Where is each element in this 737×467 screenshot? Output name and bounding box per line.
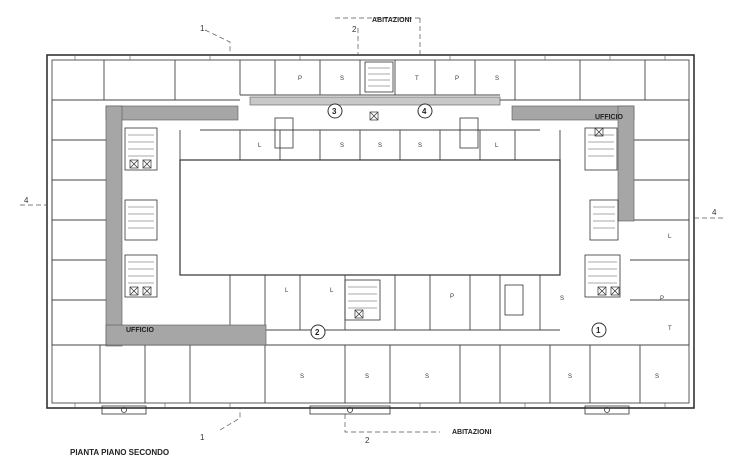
circled-number-1: 1 xyxy=(596,326,601,335)
room-letter: T xyxy=(415,76,419,82)
abitazioni-top-label: ABITAZIONI xyxy=(372,17,412,24)
section-mark-2-bottom: 2 xyxy=(365,436,370,445)
window-marks xyxy=(74,55,666,408)
stair-cores xyxy=(124,61,621,321)
circled-number-4: 4 xyxy=(422,107,427,116)
room-letter: P xyxy=(660,296,664,302)
abitazioni-bottom-label: ABITAZIONI xyxy=(452,429,492,436)
section-mark-4-right: 4 xyxy=(712,208,717,217)
room-letter: L xyxy=(668,234,672,240)
room-letter: S xyxy=(365,374,369,380)
section-mark-4-left: 4 xyxy=(24,196,29,205)
section-mark-2-top: 2 xyxy=(352,25,357,34)
room-letter: S xyxy=(560,296,564,302)
room-letter: T xyxy=(668,326,672,332)
room-letter: S xyxy=(425,374,429,380)
room-letter: L xyxy=(495,143,499,149)
ufficio-right-label: UFFICIO xyxy=(595,114,624,121)
room-letter: S xyxy=(655,374,659,380)
entrances xyxy=(101,405,630,415)
circled-number-2: 2 xyxy=(315,328,320,337)
elevator-marks xyxy=(129,111,620,319)
room-letter: P xyxy=(455,76,459,82)
north-wing-rooms xyxy=(52,60,689,161)
room-letter: S xyxy=(378,143,382,149)
room-letter: S xyxy=(340,76,344,82)
room-letter: L xyxy=(285,288,289,294)
room-letter: S xyxy=(418,143,422,149)
room-letter: P xyxy=(450,294,454,300)
circled-number-markers xyxy=(310,103,607,340)
plan-title: PIANTA PIANO SECONDO xyxy=(70,448,169,457)
corridors xyxy=(105,96,635,347)
section-mark-1-top: 1 xyxy=(200,24,205,33)
section-lines xyxy=(20,17,725,433)
room-letter: L xyxy=(258,143,262,149)
courtyard xyxy=(179,159,561,276)
room-letter: P xyxy=(298,76,302,82)
ufficio-left-label: UFFICIO xyxy=(126,327,155,334)
circled-number-3: 3 xyxy=(332,107,337,116)
room-letter: S xyxy=(300,374,304,380)
room-letter: S xyxy=(340,143,344,149)
section-mark-1-bottom: 1 xyxy=(200,433,205,442)
room-letter: S xyxy=(495,76,499,82)
room-letter: S xyxy=(568,374,572,380)
room-letter: L xyxy=(330,288,334,294)
stair-treads xyxy=(128,67,617,309)
